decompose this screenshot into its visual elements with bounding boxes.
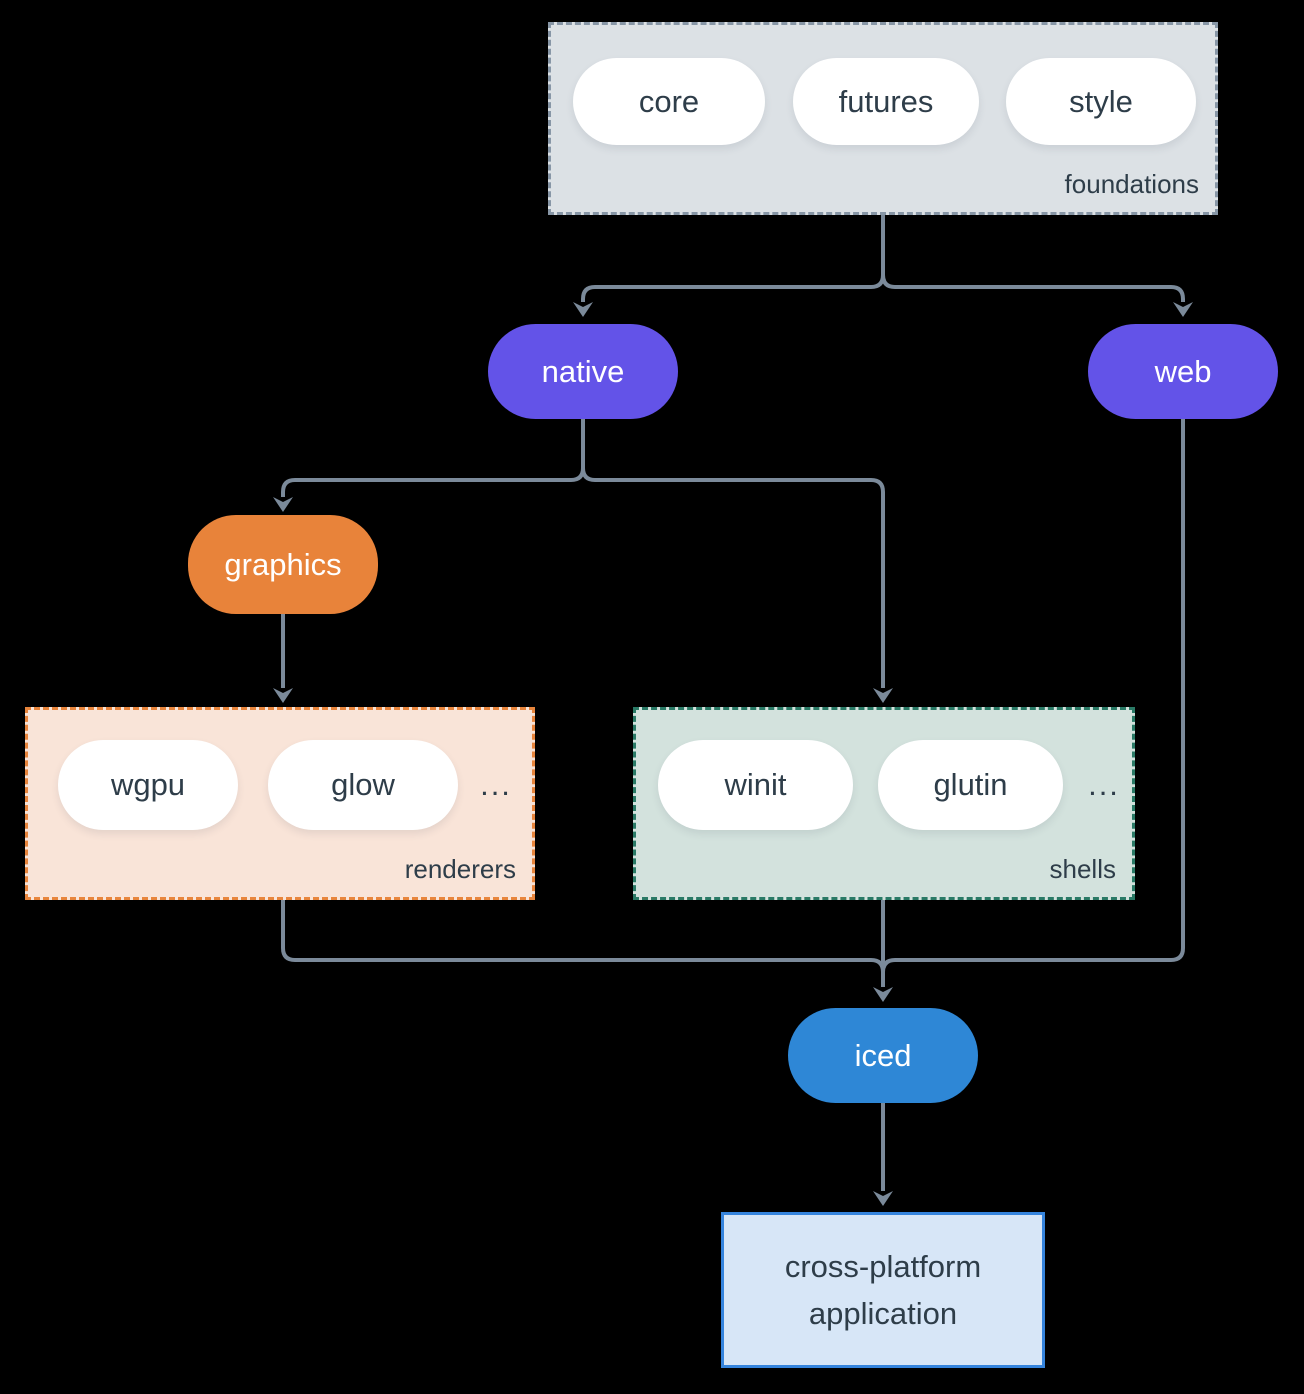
node-winit: winit (658, 740, 853, 830)
group-label-foundations: foundations (1064, 169, 1199, 199)
edge-foundations-web (881, 274, 1185, 302)
node-wgpu: wgpu (58, 740, 238, 830)
arrow-into-web (1173, 302, 1193, 317)
group-foundations: core futures style foundations (548, 22, 1218, 215)
node-glow: glow (268, 740, 458, 830)
group-shells: winit glutin ... shells (633, 707, 1135, 900)
node-glutin: glutin (878, 740, 1063, 830)
node-iced: iced (788, 1008, 978, 1103)
edge-renderers-merge (281, 900, 885, 973)
arrow-into-native (573, 302, 593, 317)
node-native: native (488, 324, 678, 419)
group-label-renderers: renderers (404, 854, 516, 884)
node-core: core (573, 58, 765, 145)
group-renderers: wgpu glow ... renderers (25, 707, 535, 900)
group-label-shells: shells (1049, 854, 1116, 884)
node-futures: futures (793, 58, 979, 145)
arrow-into-renderers (273, 688, 293, 703)
shells-ellipsis: ... (1088, 767, 1120, 802)
arrow-into-iced (873, 987, 893, 1002)
node-style: style (1006, 58, 1196, 145)
node-graphics: graphics (188, 515, 378, 614)
arrow-into-application (873, 1191, 893, 1206)
arrow-into-shells (873, 688, 893, 703)
node-cross-platform-application: cross-platform application (721, 1212, 1045, 1368)
edge-foundations-native (581, 274, 885, 302)
edge-native-graphics (281, 467, 585, 497)
renderers-ellipsis: ... (480, 767, 512, 802)
node-web: web (1088, 324, 1278, 419)
edge-native-shells (581, 467, 885, 688)
arrow-into-graphics (273, 497, 293, 512)
